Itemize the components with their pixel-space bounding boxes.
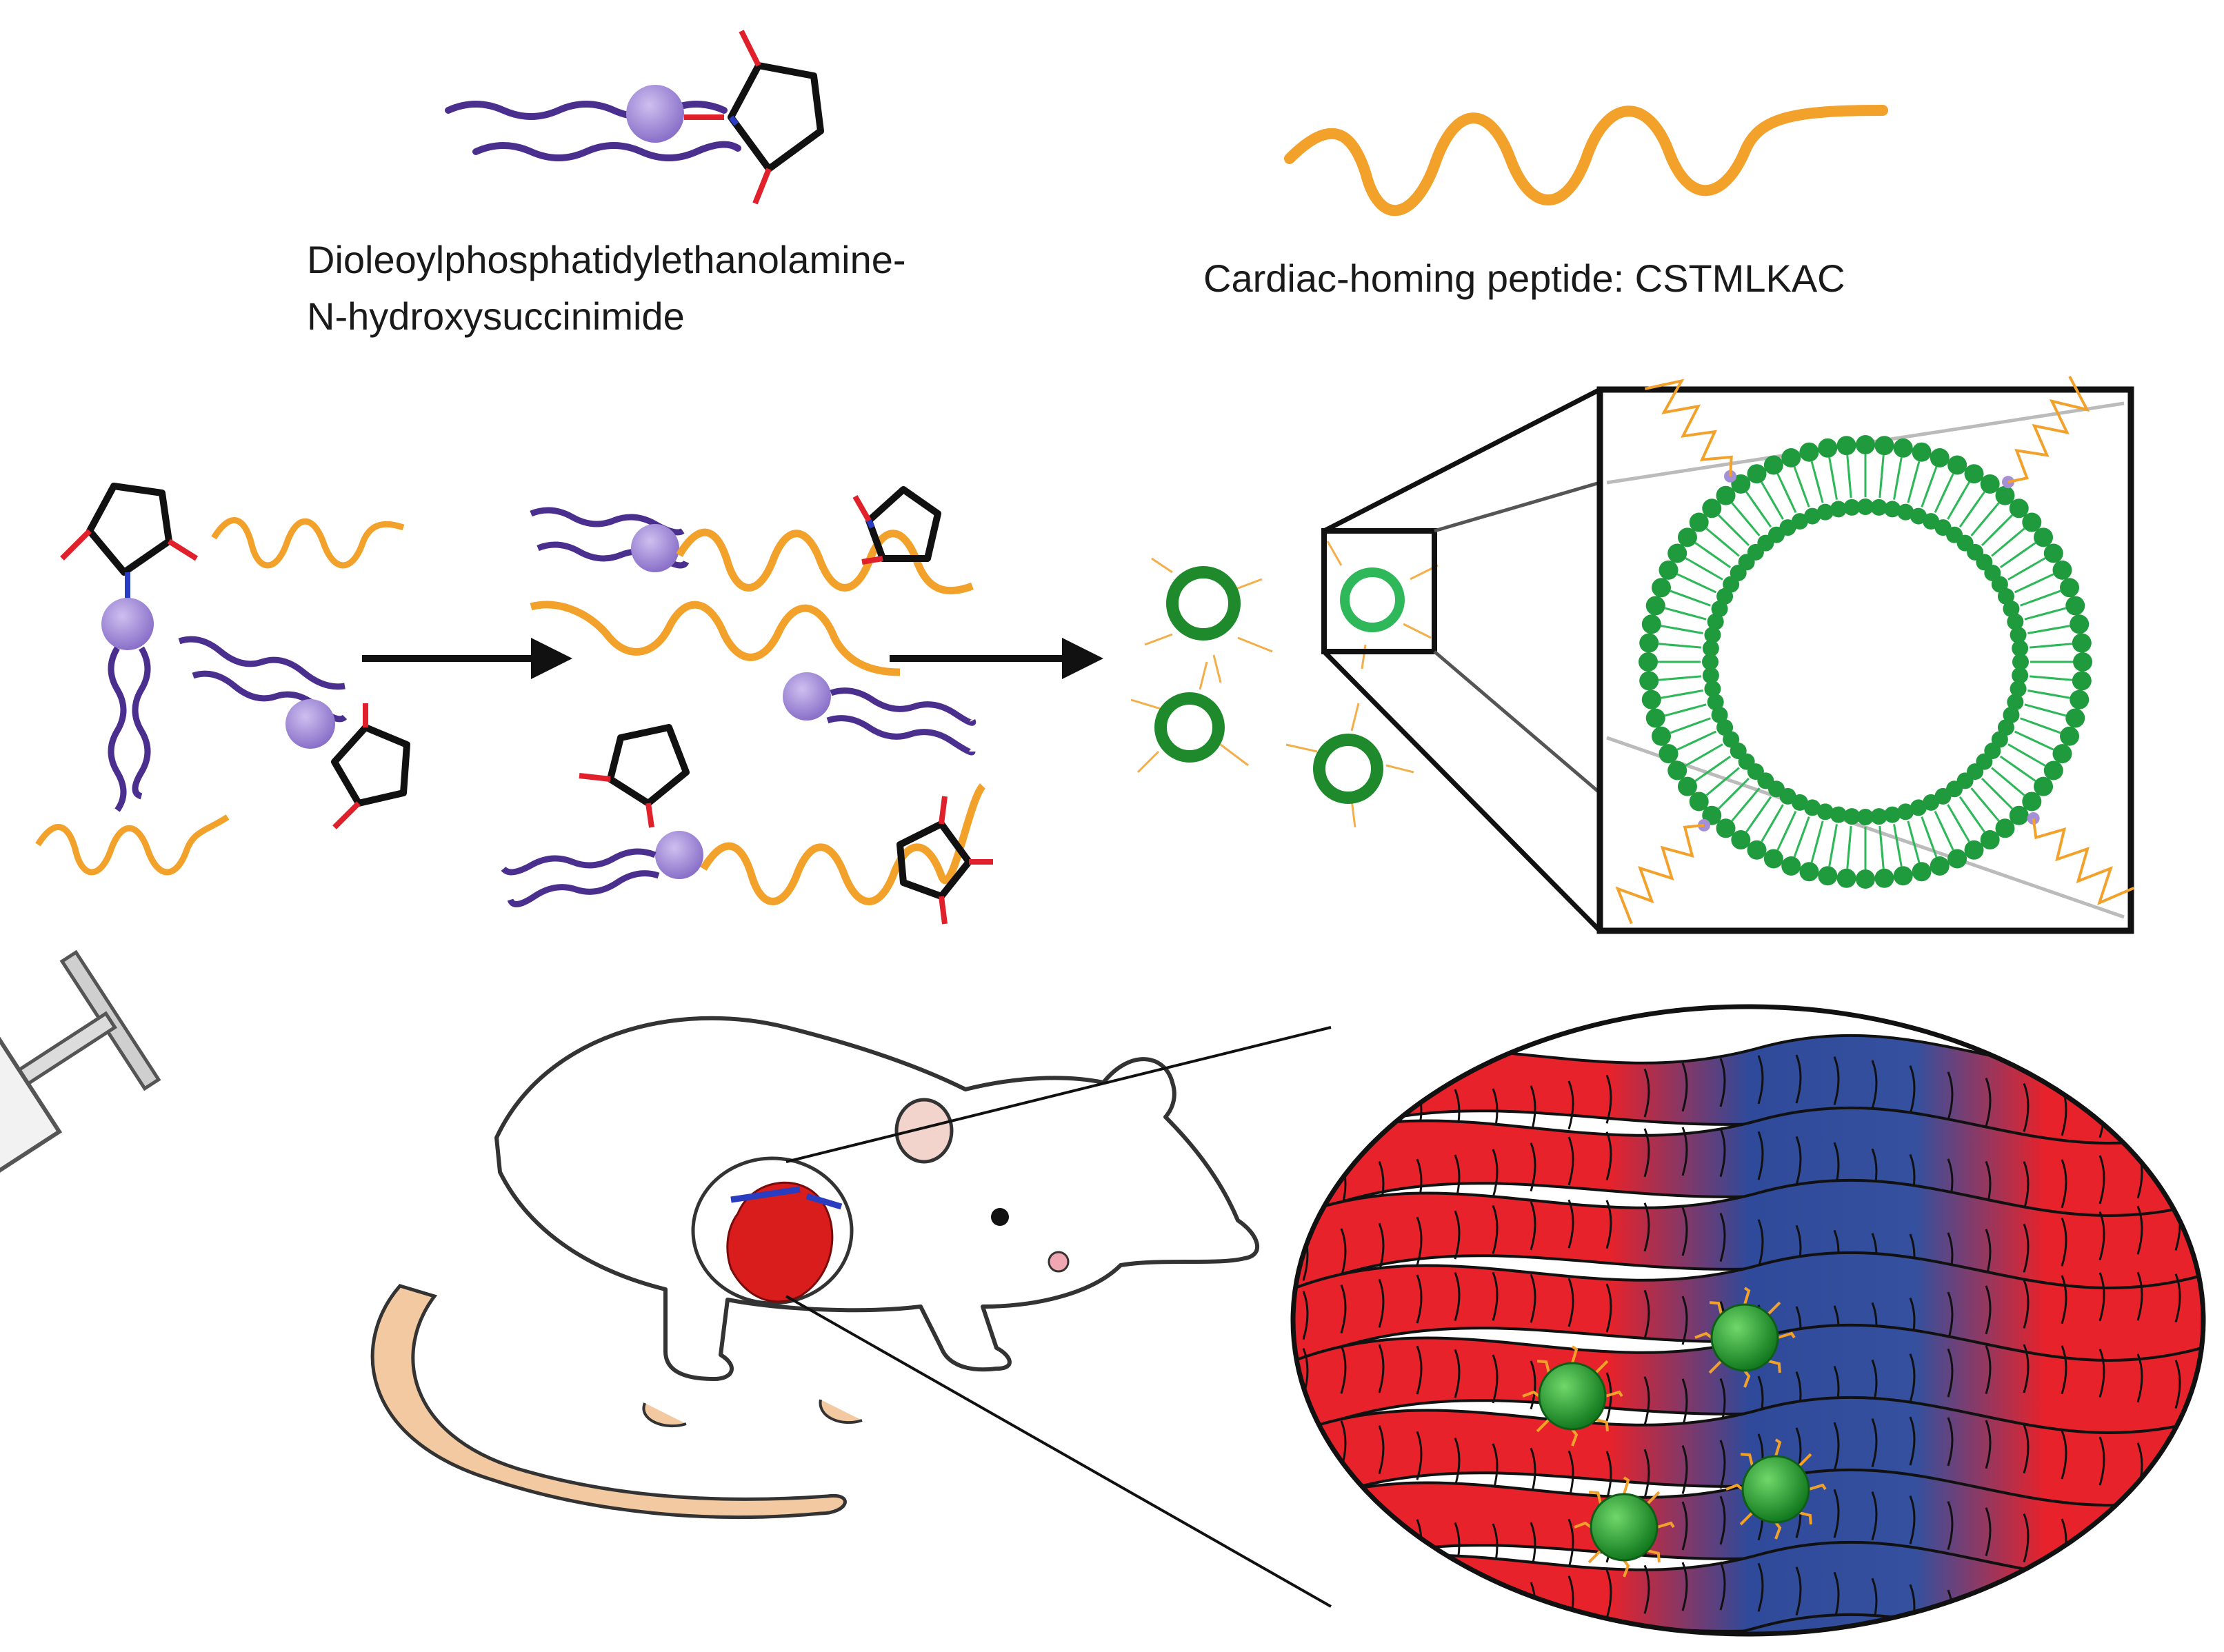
mouse-ear (894, 1098, 954, 1164)
liposome-icon (1313, 734, 1383, 804)
peptide-icon (35, 814, 230, 876)
arrow-icon (890, 638, 1103, 679)
lipid-head (101, 598, 154, 650)
nhs-ring-icon (896, 796, 993, 925)
nhs-ring-icon (331, 703, 410, 829)
reactants-group (35, 483, 410, 876)
liposome-icon (1340, 567, 1405, 632)
liposome-icon (1166, 566, 1241, 641)
peptide-legend-icon (1284, 105, 1888, 216)
mouse-tail (370, 1284, 847, 1520)
mouse-body (494, 1016, 1260, 1381)
nanoparticles-group (1522, 1287, 1827, 1578)
mouse-icon (370, 1016, 1332, 1608)
arrow-icon (362, 638, 572, 679)
syringe-icon (0, 949, 161, 1247)
lipid-label-line1: Dioleoylphosphatidylethanolamine- (307, 238, 906, 281)
lipid-bilayer-ring (1639, 435, 2092, 889)
liposome-zoom-panel (1596, 376, 2135, 934)
lipid-tail (132, 646, 151, 800)
surface-peptides (1615, 376, 2135, 925)
peptide-label: Cardiac-homing peptide: CSTMLKAC (1203, 256, 1845, 300)
peptide-icon (211, 517, 405, 569)
lipid-nhs-legend-icon (445, 30, 824, 205)
nhs-ring-icon (60, 483, 199, 607)
nhs-ring-icon (728, 30, 824, 205)
lipid-tail-2 (472, 141, 741, 161)
liposomes-group (1130, 387, 1602, 933)
zoom-box-small (1321, 528, 1437, 654)
heart-icon (726, 1181, 843, 1303)
nhs-ring-icon (852, 486, 941, 565)
liposome-icon (1154, 692, 1225, 763)
peptide-icon (530, 601, 901, 676)
conjugation-group (501, 486, 993, 925)
lipid-head (285, 699, 335, 749)
mouse-eye (991, 1208, 1009, 1226)
lipid-head (626, 85, 684, 143)
peptide-icon (700, 783, 986, 905)
lipid-tail (178, 636, 345, 690)
lipid-tail (108, 646, 127, 812)
nhs-ring-icon (579, 724, 690, 828)
lipid-head (655, 831, 703, 879)
lipid-head (783, 672, 831, 721)
muscle-fibers (1293, 1034, 2203, 1634)
mouse-nose (1048, 1251, 1070, 1273)
lipid-label-line2: N-hydroxysuccinimide (307, 294, 685, 338)
cardiac-tissue-zoom (1290, 1004, 2206, 1637)
lipid-head (631, 524, 679, 572)
